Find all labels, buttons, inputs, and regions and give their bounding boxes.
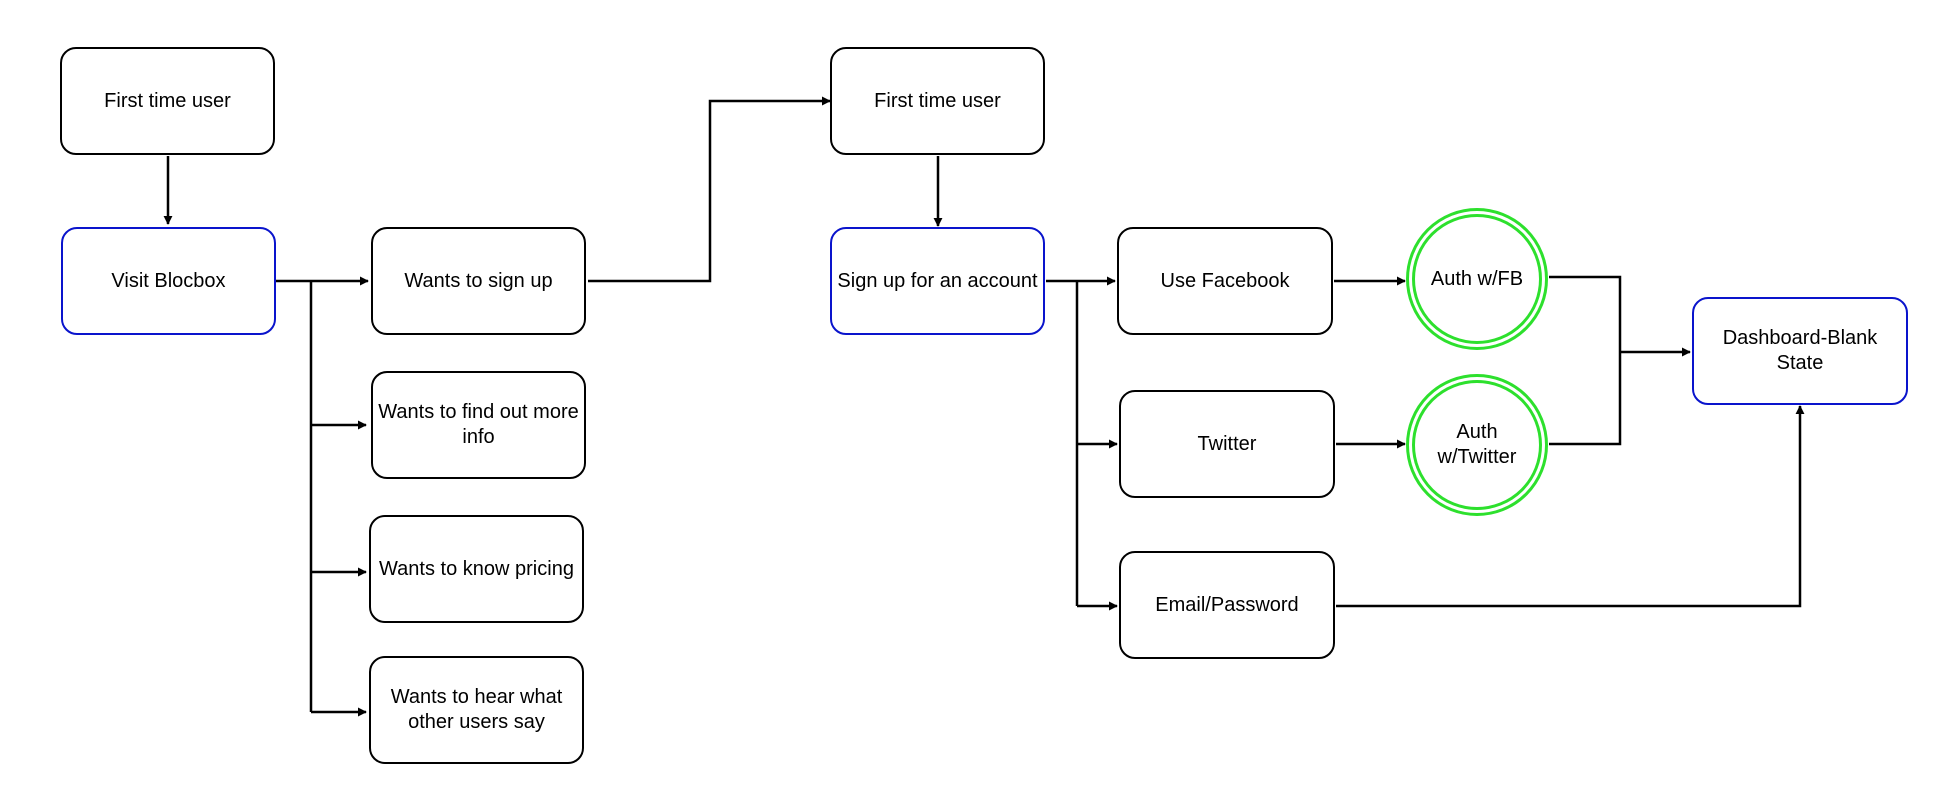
node-label: Wants to know pricing xyxy=(379,557,574,580)
node-label: First time user xyxy=(874,89,1001,112)
auth-fb-ring: Auth w/FB xyxy=(1412,214,1542,344)
node-label: Visit Blocbox xyxy=(111,269,226,292)
edge-email-to-dashboard xyxy=(1336,405,1805,608)
edge-auth-fb-out xyxy=(1549,275,1622,446)
node-twitter[interactable]: Twitter xyxy=(1119,390,1335,498)
node-label: Use Facebook xyxy=(1160,269,1290,292)
node-dashboard-blank-state[interactable]: Dashboard-Blank State xyxy=(1692,297,1908,405)
node-wants-hear-users[interactable]: Wants to hear what other users say xyxy=(369,656,584,764)
edge-sign-up-to-first-user xyxy=(588,96,831,283)
node-label: Wants to hear what other users say xyxy=(390,686,563,733)
auth-twitter-ring: Auth w/Twitter xyxy=(1412,380,1542,510)
node-first-time-user-left[interactable]: First time user xyxy=(60,47,275,155)
node-label: Sign up for an account xyxy=(837,269,1038,292)
node-label: Wants to sign up xyxy=(404,269,553,292)
node-label: Auth w/FB xyxy=(1430,267,1524,290)
node-label: Email/Password xyxy=(1155,593,1299,616)
node-first-time-user-right[interactable]: First time user xyxy=(830,47,1045,155)
node-label: First time user xyxy=(104,89,231,112)
node-email-password[interactable]: Email/Password xyxy=(1119,551,1335,659)
node-wants-pricing[interactable]: Wants to know pricing xyxy=(369,515,584,623)
node-auth-twitter[interactable]: Auth w/Twitter xyxy=(1406,374,1548,516)
node-label: Auth w/Twitter xyxy=(1437,421,1517,468)
node-use-facebook[interactable]: Use Facebook xyxy=(1117,227,1333,335)
node-sign-up-account[interactable]: Sign up for an account xyxy=(830,227,1045,335)
node-wants-sign-up[interactable]: Wants to sign up xyxy=(371,227,586,335)
node-label: Wants to find out more info xyxy=(378,401,579,448)
node-label: Dashboard-Blank State xyxy=(1722,327,1878,374)
node-auth-fb[interactable]: Auth w/FB xyxy=(1406,208,1548,350)
node-label: Twitter xyxy=(1197,432,1257,455)
node-wants-more-info[interactable]: Wants to find out more info xyxy=(371,371,586,479)
node-visit-blocbox[interactable]: Visit Blocbox xyxy=(61,227,276,335)
